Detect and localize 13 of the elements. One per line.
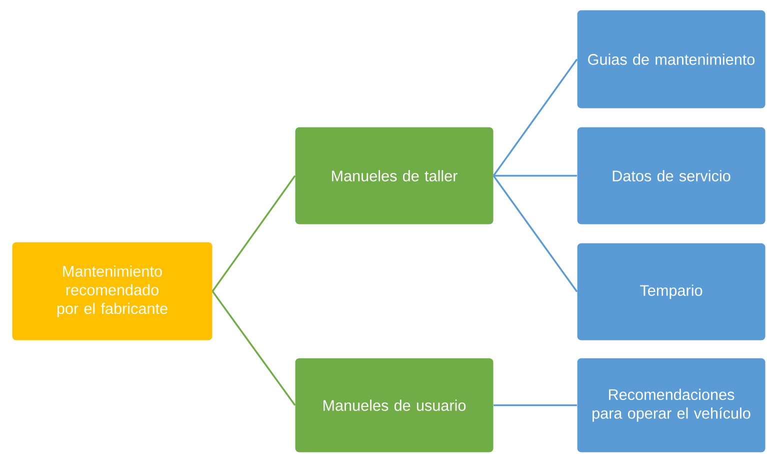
item-box: Guias de mantenimiento <box>577 10 766 108</box>
category-box: Manueles de usuario <box>295 358 494 452</box>
item-box: Recomendaciones para operar el vehículo <box>577 358 766 452</box>
connector-line <box>212 290 296 406</box>
connector-line <box>494 174 577 177</box>
item-box: Datos de servicio <box>577 127 766 224</box>
category-box: Manueles de taller <box>295 127 494 224</box>
root-box: Mantenimiento recomendado por el fabricante <box>12 242 212 340</box>
connector-line <box>492 175 578 292</box>
connector-line <box>212 175 296 292</box>
item-box: Tempario <box>577 243 766 340</box>
connector-line <box>492 58 578 176</box>
connector-line <box>494 404 577 406</box>
